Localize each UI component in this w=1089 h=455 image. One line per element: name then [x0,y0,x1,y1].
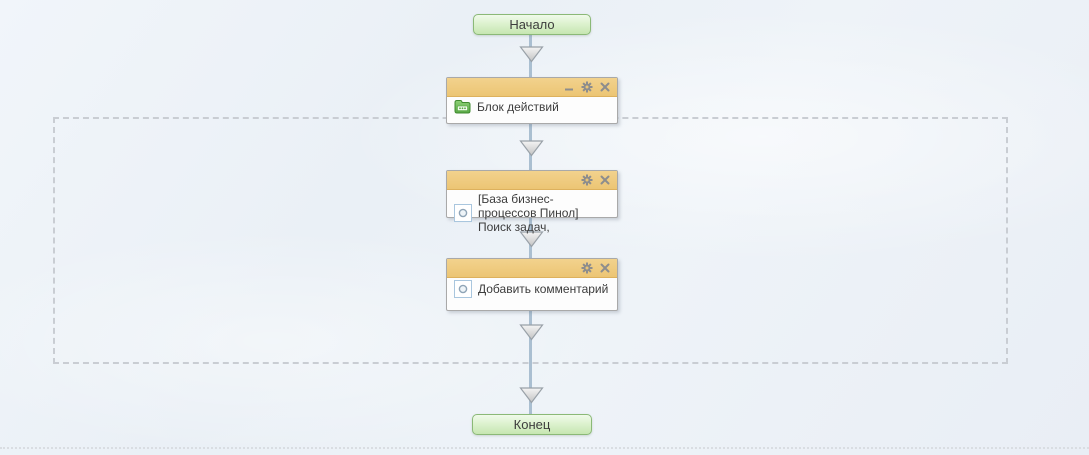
settings-gear-icon[interactable] [581,262,593,274]
settings-gear-icon[interactable] [581,81,593,93]
activity-block-body[interactable]: Блок действий [447,97,617,116]
close-icon[interactable] [599,262,611,274]
arrow-down-icon [519,387,544,404]
activity-block-add-comment[interactable]: Добавить комментарий [446,258,618,311]
connector-line [529,32,532,415]
minimize-icon[interactable] [563,81,575,93]
start-node-label: Начало [509,17,555,32]
activity-block-body[interactable]: Добавить комментарий [447,278,617,300]
close-icon[interactable] [599,174,611,186]
activity-block-task-search[interactable]: [База бизнес-процессов Пинол] Поиск зада… [446,170,618,234]
activity-icon [454,204,472,222]
canvas-bottom-divider [0,447,1089,449]
activity-block-header [447,78,617,97]
activity-block-actions[interactable]: Блок действий [446,77,618,124]
arrow-down-icon [519,231,544,248]
settings-gear-icon[interactable] [581,174,593,186]
end-node-label: Конец [513,417,551,432]
activity-block-label: Добавить комментарий [478,282,609,296]
activity-block-header [447,259,617,278]
close-icon[interactable] [599,81,611,93]
activity-block-header [447,171,617,190]
arrow-down-icon [519,324,544,341]
start-node: Начало [473,14,591,35]
arrow-down-icon [519,46,544,63]
actions-folder-icon [454,99,471,114]
arrow-down-icon [519,140,544,157]
activity-block-label: Блок действий [477,99,559,114]
activity-block-body[interactable]: [База бизнес-процессов Пинол] Поиск зада… [447,190,617,236]
activity-block-label: [База бизнес-процессов Пинол] Поиск зада… [478,192,579,234]
activity-icon [454,280,472,298]
end-node: Конец [472,414,592,435]
